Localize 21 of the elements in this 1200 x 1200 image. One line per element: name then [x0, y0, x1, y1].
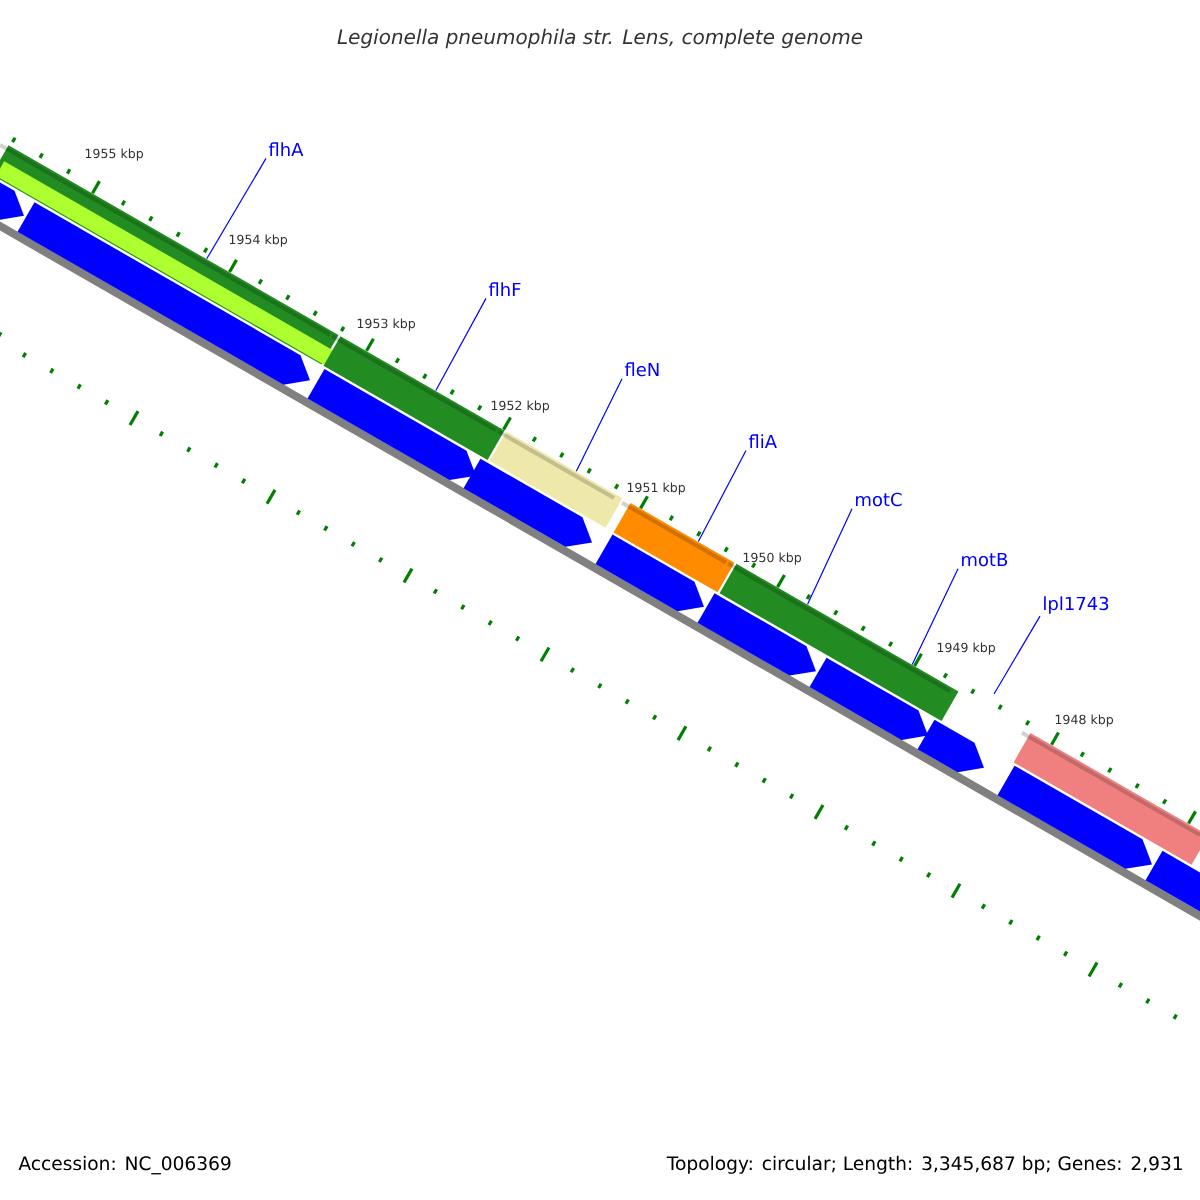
leader-line [807, 508, 853, 605]
leader-line [575, 378, 623, 472]
gene-label: motC [856, 492, 902, 507]
title: Legionella pneumophila str. Lens, complete genome [337, 28, 863, 49]
gene-label: lpl1743 [1044, 596, 1109, 614]
leader-line [697, 449, 747, 543]
leader-line [206, 157, 267, 260]
gene-label: fliA [748, 434, 777, 448]
gene-label: flhF [488, 282, 521, 296]
gene-bar [1013, 730, 1200, 865]
gene-label: flhA [268, 142, 304, 156]
gene-bar [0, 143, 339, 366]
gene-bar [613, 500, 735, 593]
accession-text: Accession: NC_006369 [18, 1155, 231, 1175]
genome-info-text: Topology: circular; Length: 3,345,687 bp; Genes: 2,931 [666, 1155, 1182, 1174]
leader-line [993, 615, 1041, 695]
leader-line [435, 297, 487, 392]
gene-bar [489, 429, 623, 528]
leader-line [911, 568, 959, 666]
gene-label: motB [962, 552, 1008, 567]
gene-label: fleN [624, 362, 659, 377]
